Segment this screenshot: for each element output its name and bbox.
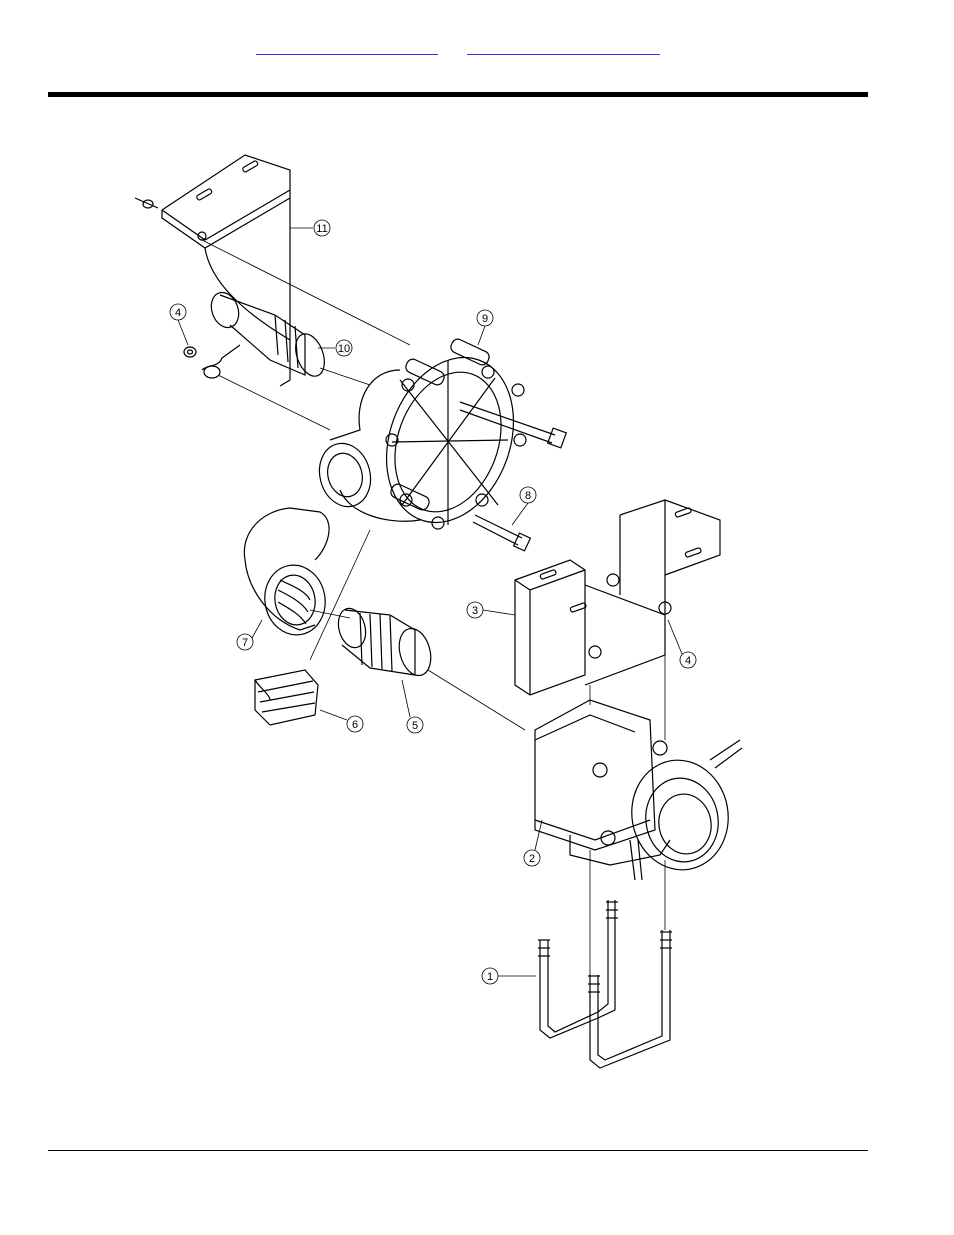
- callout-2: 2: [529, 853, 535, 865]
- nav-link-right[interactable]: [467, 40, 660, 55]
- callout-4-right: 4: [685, 655, 691, 667]
- callout-7: 7: [242, 637, 248, 649]
- callout-5: 5: [412, 720, 418, 732]
- callout-11: 11: [316, 223, 327, 235]
- callouts: 11 10 4 9 8 3 4 7 6: [170, 220, 696, 984]
- alignment-lines: [202, 240, 665, 975]
- u-bolt-part: [538, 900, 672, 1068]
- valve-body-part: [535, 700, 742, 880]
- header-rule: [48, 92, 868, 97]
- callout-6: 6: [352, 719, 358, 731]
- callout-9: 9: [482, 313, 488, 325]
- pipe-plug-part: [255, 670, 318, 725]
- callout-4-left: 4: [175, 307, 181, 319]
- top-navigation-links: [0, 40, 954, 60]
- hose-barb-part: [207, 289, 330, 380]
- washer-left-part: [184, 345, 240, 378]
- callout-1: 1: [487, 971, 493, 983]
- nav-link-left[interactable]: [256, 40, 438, 55]
- elbow-fitting-part: [244, 508, 330, 640]
- parts-diagram-svg: 11 10 4 9 8 3 4 7 6: [130, 140, 750, 1080]
- pipe-nipple-part: [334, 605, 435, 679]
- parts-diagram: 11 10 4 9 8 3 4 7 6: [130, 140, 750, 1080]
- callout-10: 10: [338, 343, 350, 355]
- callout-8: 8: [525, 490, 531, 502]
- mounting-bracket-part: [135, 155, 290, 386]
- callout-3: 3: [472, 605, 478, 617]
- footer-rule: [48, 1150, 868, 1151]
- pump-body-part: [313, 337, 536, 540]
